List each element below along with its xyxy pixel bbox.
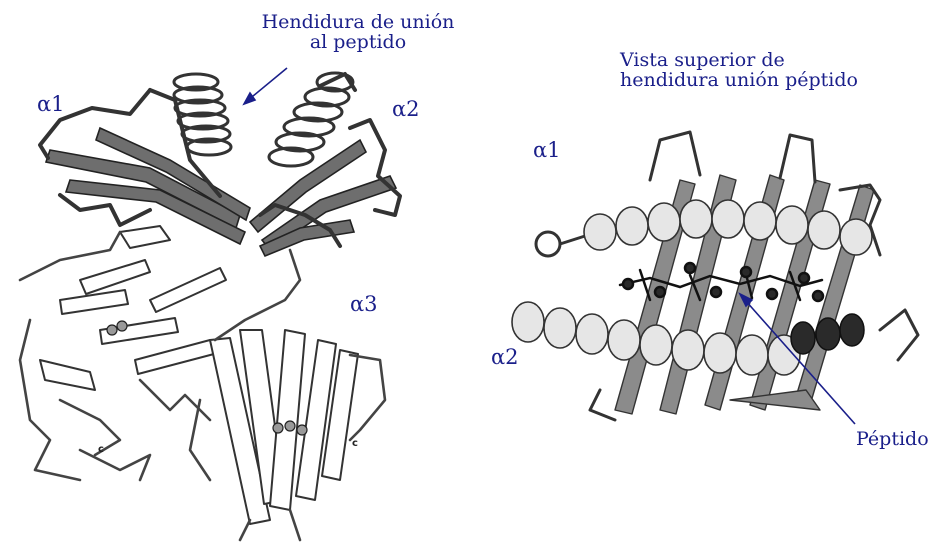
left-title-line1: Hendidura de unión <box>248 12 468 32</box>
top-alpha1-helix <box>584 200 872 255</box>
right-title-line1: Vista superior de <box>620 50 858 70</box>
right-title-line2: hendidura unión péptido <box>620 70 858 90</box>
dark-helix-end <box>791 314 864 354</box>
left-alpha3-label: α3 <box>350 292 378 316</box>
right-alpha1-label: α1 <box>533 138 561 162</box>
alpha1-n-terminal-loop <box>536 232 585 256</box>
left-title: Hendidura de unión al peptido <box>248 12 468 52</box>
left-alpha2-label: α2 <box>392 97 420 121</box>
right-title: Vista superior de hendidura unión péptid… <box>620 50 858 90</box>
left-title-line2: al peptido <box>248 32 468 52</box>
left-alpha1-label: α1 <box>37 92 65 116</box>
peptide-label: Péptido <box>856 428 929 450</box>
right-alpha2-label: α2 <box>491 345 519 369</box>
